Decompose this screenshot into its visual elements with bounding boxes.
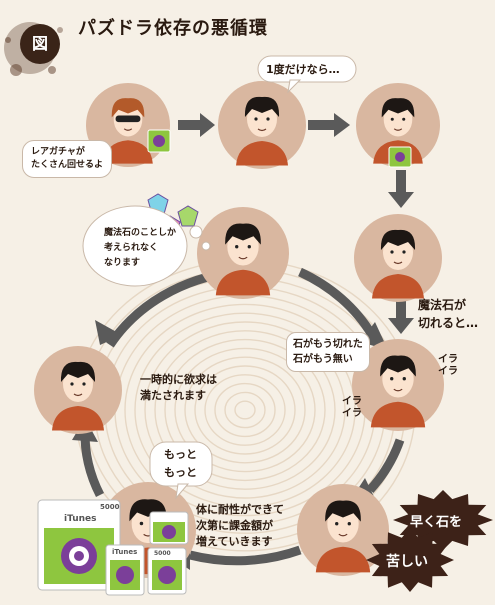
burst-hurry [393, 490, 493, 550]
label-more: もっと もっと [164, 448, 197, 479]
label-hurry: 早く石を [410, 515, 463, 530]
person-satisfied [34, 346, 122, 434]
label-satisfied: 一時的に欲求は 満たされます [140, 373, 217, 402]
background-ring [214, 382, 276, 438]
card-value-small: 5000 [154, 550, 171, 557]
figure-title: パズドラ依存の悪循環 [78, 18, 268, 39]
label-ira-right: イラ イラ [438, 354, 458, 377]
background-ring [134, 312, 356, 508]
background-ring [204, 374, 286, 446]
label-just-once: 1度だけなら… [266, 63, 340, 76]
person-holding-card [356, 83, 440, 167]
label-suffering: 苦しい [386, 554, 428, 570]
label-only-think: 魔法石のことしか 考えられなく なります [104, 228, 177, 268]
figure-badge: 図 [20, 24, 60, 64]
label-ira-left: イラ イラ [342, 396, 362, 419]
background-ring [174, 347, 316, 473]
label-rare-gacha: レアガチャが たくさん回せるよ [22, 140, 113, 178]
background-ring [224, 391, 266, 429]
label-run-out: 魔法石が 切れると… [418, 298, 479, 330]
background-ring [144, 321, 346, 499]
card-brand-small: iTunes [112, 548, 138, 556]
background-ring [234, 400, 256, 420]
itunes-card-small [105, 544, 187, 596]
card-brand-large: iTunes [64, 514, 97, 524]
person-frustrated [352, 339, 444, 431]
itunes-card-large [37, 499, 121, 591]
label-stones-gone: 石がもう切れた 石がもう無い [286, 332, 370, 372]
top-row-arrows [178, 113, 414, 334]
speech-bubble-more [149, 441, 213, 500]
label-tolerance: 体に耐性ができて 次第に課金額が 増えていきます [196, 503, 284, 548]
person-obsessed [197, 207, 289, 299]
background-ring [194, 365, 296, 455]
cycle-arc [80, 267, 405, 566]
speech-bubble-just-once [257, 55, 357, 94]
burst-suffering [366, 528, 454, 592]
background-ring [164, 338, 326, 482]
figure-badge-text: 図 [31, 34, 48, 53]
card-value-large: 5000 [100, 503, 120, 511]
thought-bubble [82, 205, 211, 287]
person-anxious [354, 214, 442, 302]
background-ring [184, 356, 306, 464]
itunes-card-held [147, 129, 412, 168]
background-ring [154, 330, 336, 490]
itunes-card-medium [149, 511, 189, 545]
person-suffering [297, 484, 389, 576]
person-just-once [218, 81, 306, 169]
